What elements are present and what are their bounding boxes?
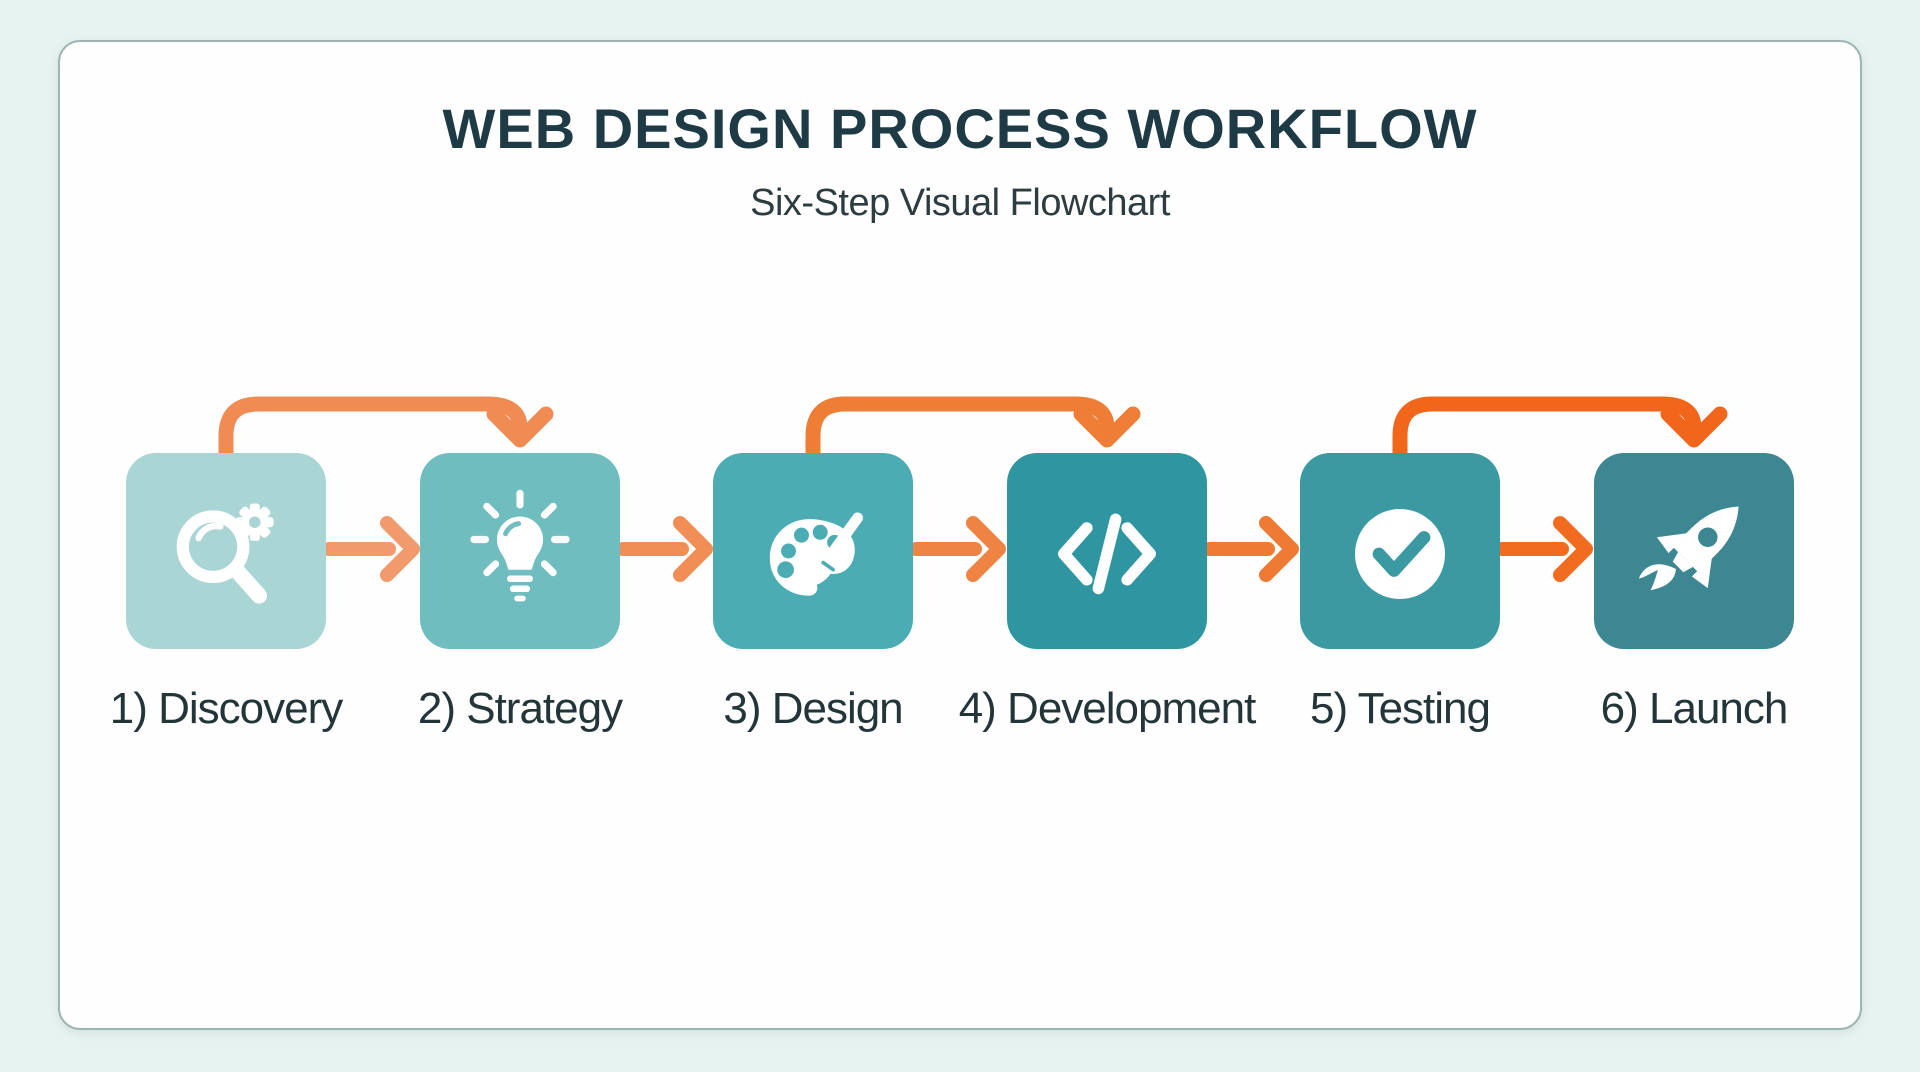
code-icon [1058, 513, 1156, 595]
step-box-design [713, 453, 913, 649]
step-box-discovery [126, 453, 326, 649]
checkmark-icon [1355, 509, 1445, 599]
step-box-launch [1594, 453, 1794, 649]
step-box-development [1007, 453, 1207, 649]
page-title: WEB DESIGN PROCESS WORKFLOW [442, 97, 1478, 160]
step-box-testing [1300, 453, 1500, 649]
step-label-strategy: 2) Strategy [417, 684, 623, 733]
step-label-launch: 6) Launch [1600, 684, 1789, 733]
step-label-testing: 5) Testing [1310, 684, 1491, 733]
step-label-discovery: 1) Discovery [109, 684, 343, 733]
rocket-icon [1638, 506, 1739, 591]
magnifier-gear-icon [176, 503, 274, 604]
page-subtitle: Six-Step Visual Flowchart [750, 182, 1170, 224]
step-box-strategy [420, 453, 620, 649]
palette-brush-icon [769, 512, 864, 596]
lightbulb-icon [470, 489, 570, 602]
step-label-design: 3) Design [723, 684, 903, 733]
step-label-development: 4) Development [958, 684, 1257, 733]
